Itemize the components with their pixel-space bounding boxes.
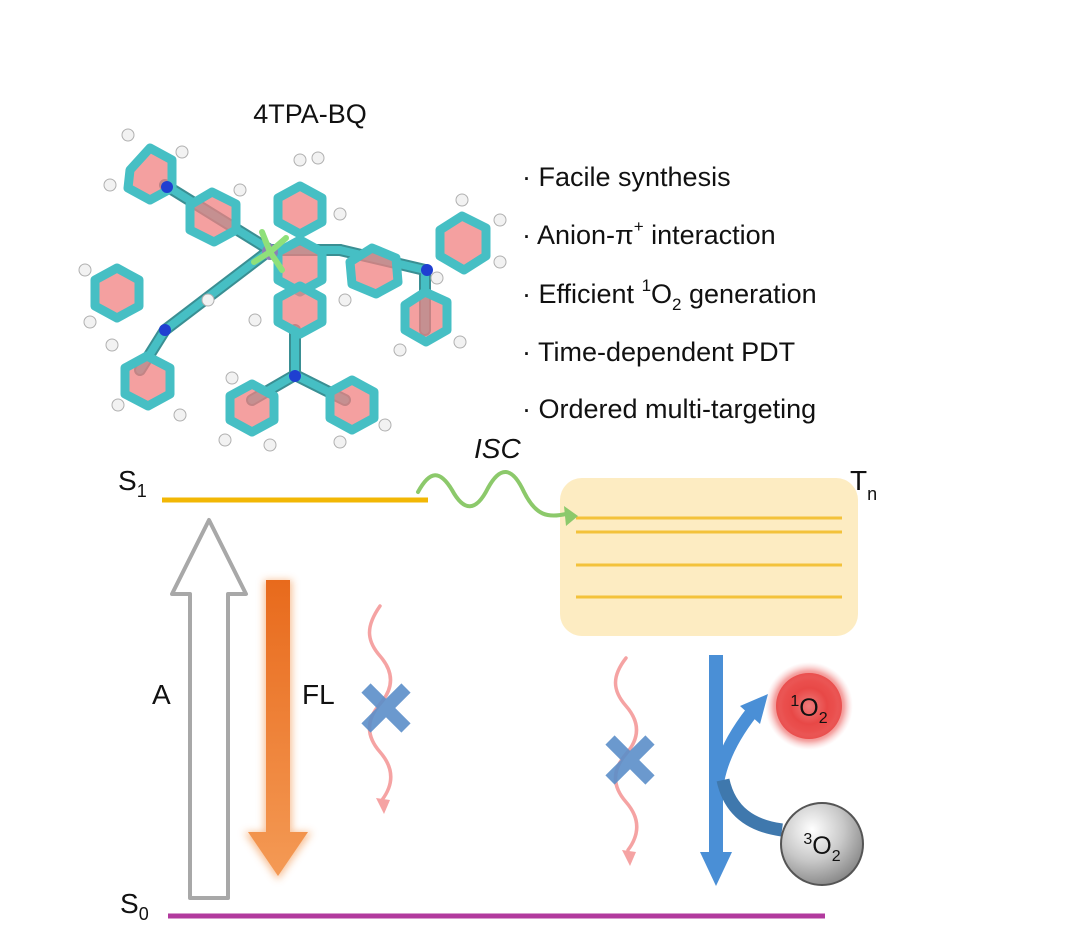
feature-list: · Facile synthesis · Anion-π+ interactio… (522, 162, 817, 424)
blocked-cross-icon-2 (605, 735, 655, 785)
feature-item-anion-pi-interaction: · Anion-π+ interaction (522, 217, 776, 250)
s0-label: S0 (120, 888, 149, 924)
feature-item-efficient-1o2-generation: · Efficient 1O2 generation (522, 276, 817, 314)
molecule-name: 4TPA-BQ (253, 99, 367, 129)
molecule-structure-illustration (78, 128, 507, 452)
absorption-label: A (152, 679, 171, 710)
triplet-manifold-box (560, 478, 858, 636)
isc-label: ISC (474, 433, 521, 464)
singlet-oxygen-label: 1O2 (790, 693, 827, 727)
fluorescence-arrow (244, 580, 312, 880)
blocked-cross-icon (361, 683, 411, 733)
triplet-sublevels (576, 516, 842, 599)
feature-item-ordered-multi-targeting: · Ordered multi-targeting (522, 394, 816, 424)
energy-transfer-arrow (700, 655, 784, 886)
s1-label: S1 (118, 465, 147, 501)
feature-item-facile-synthesis: · Facile synthesis (522, 162, 731, 192)
absorption-arrow (170, 518, 248, 900)
triplet-oxygen-sphere: 3O2 (780, 802, 864, 886)
singlet-oxygen-sphere: 1O2 (765, 662, 853, 750)
triplet-oxygen-label: 3O2 (803, 831, 840, 865)
isc-wavy-arrow (416, 470, 578, 526)
feature-item-time-dependent-pdt: · Time-dependent PDT (522, 337, 795, 367)
fluorescence-label: FL (302, 679, 335, 710)
